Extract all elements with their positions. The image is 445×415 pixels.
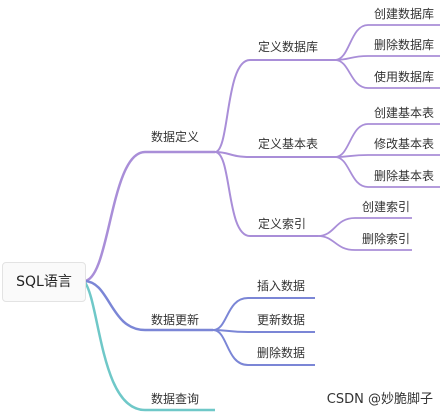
leaf-create-table: 创建基本表 <box>374 106 435 120</box>
connector-use-database <box>334 59 440 89</box>
connector-drop-index <box>317 235 412 251</box>
connector-drop-database <box>334 55 440 61</box>
leaf-delete-data: 删除数据 <box>257 346 306 360</box>
connector-define-database <box>214 59 335 153</box>
connector-root-data-query <box>82 280 215 412</box>
leaf-drop-database: 删除数据库 <box>374 38 435 52</box>
connector-root-data-definition <box>83 150 215 283</box>
leaf-drop-table: 删除基本表 <box>374 169 435 183</box>
node-data-query: 数据查询 <box>151 392 200 406</box>
leaf-create-index: 创建索引 <box>362 200 411 214</box>
leaf-create-database: 创建数据库 <box>374 7 435 21</box>
node-data-update: 数据更新 <box>151 313 200 327</box>
connector-define-index <box>214 151 318 237</box>
node-define-index: 定义索引 <box>258 217 307 231</box>
connector-alter-table <box>334 154 440 158</box>
connector-define-table <box>214 151 335 158</box>
connector-insert-data <box>212 297 315 331</box>
leaf-use-database: 使用数据库 <box>374 70 435 84</box>
node-define-table: 定义基本表 <box>258 137 319 151</box>
leaf-update-data: 更新数据 <box>257 313 306 327</box>
connector-delete-data <box>212 329 315 366</box>
connector-root-data-update <box>83 279 213 332</box>
connector-create-index <box>317 217 412 237</box>
root-node-box <box>2 262 86 302</box>
watermark: CSDN @妙脆脚子 <box>326 392 433 407</box>
connector-update-data <box>212 329 315 333</box>
leaf-drop-index: 删除索引 <box>362 232 411 246</box>
connector-create-database <box>334 24 440 61</box>
node-define-database: 定义数据库 <box>258 40 319 54</box>
leaf-alter-table: 修改基本表 <box>374 137 435 151</box>
node-data-definition: 数据定义 <box>151 130 200 144</box>
root-node-label: SQL语言 <box>16 274 72 290</box>
leaf-insert-data: 插入数据 <box>257 279 306 293</box>
connector-create-table <box>334 123 440 158</box>
connector-drop-table <box>334 156 440 188</box>
